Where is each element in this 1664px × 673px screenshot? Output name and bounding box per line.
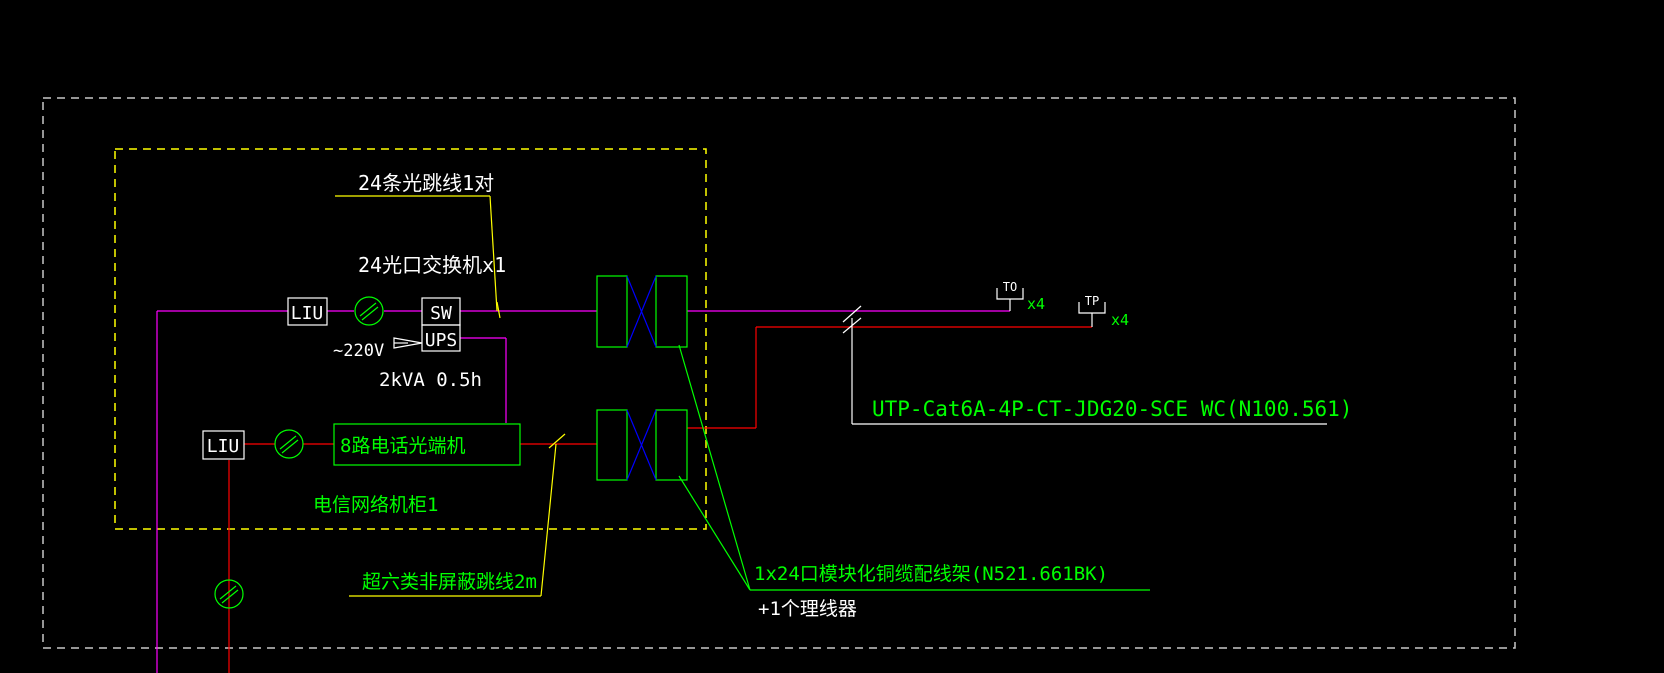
outlet-tp-label: TP: [1085, 294, 1099, 308]
power-arrow-icon: [393, 337, 423, 349]
ups-spec-label: 2kVA 0.5h: [379, 369, 482, 391]
phone-line: [228, 326, 1092, 673]
cable-spec-leader: [842, 305, 1327, 425]
liu-label-bottom: LIU: [207, 436, 240, 457]
data-outlet-icon: [996, 288, 1024, 300]
phone-optical-box: [333, 423, 521, 466]
switch-label: SW: [430, 303, 452, 324]
tp-count-label: x4: [1111, 311, 1129, 329]
cabinet-boundary: [114, 148, 707, 530]
fiber-jumper-label: 24条光跳线1对: [358, 171, 494, 195]
fiber-line-top: [156, 310, 1010, 673]
liu-label-top: LIU: [291, 303, 324, 324]
outlet-to-label: TO: [1003, 280, 1017, 294]
patch-panel-label: 1x24口模块化铜缆配线架(N521.661BK): [754, 563, 1108, 585]
outer-boundary: [42, 97, 1516, 649]
switch-desc-label: 24光口交换机x1: [358, 253, 506, 277]
patch-panel-icon: [596, 275, 688, 348]
phone-outlet-icon: [1078, 302, 1106, 314]
cable-spec-label: UTP-Cat6A-4P-CT-JDG20-SCE WC(N100.561): [872, 397, 1352, 421]
cable-manager-label: +1个理线器: [758, 598, 857, 620]
fiber-connector-icon: [354, 296, 384, 326]
shielded-jumper-label: 超六类非屏蔽跳线2m: [362, 571, 537, 593]
patch-panel-leader: [678, 344, 1150, 591]
cabinet-name-label: 电信网络机柜1: [313, 494, 438, 516]
to-count-label: x4: [1027, 295, 1045, 313]
patch-panel-icon: [596, 409, 688, 481]
fiber-connector-icon: [274, 429, 304, 459]
liu-box-bottom: [202, 430, 245, 460]
shielded-jumper-leader: [349, 433, 566, 597]
liu-box-top: [287, 297, 328, 326]
ups-label: UPS: [425, 330, 458, 351]
voltage-label: ~220V: [333, 341, 384, 361]
fiber-jumper-leader: [335, 195, 501, 319]
ups-box: [421, 324, 461, 352]
phone-optical-label: 8路电话光端机: [340, 435, 465, 457]
fiber-connector-icon: [214, 579, 244, 609]
